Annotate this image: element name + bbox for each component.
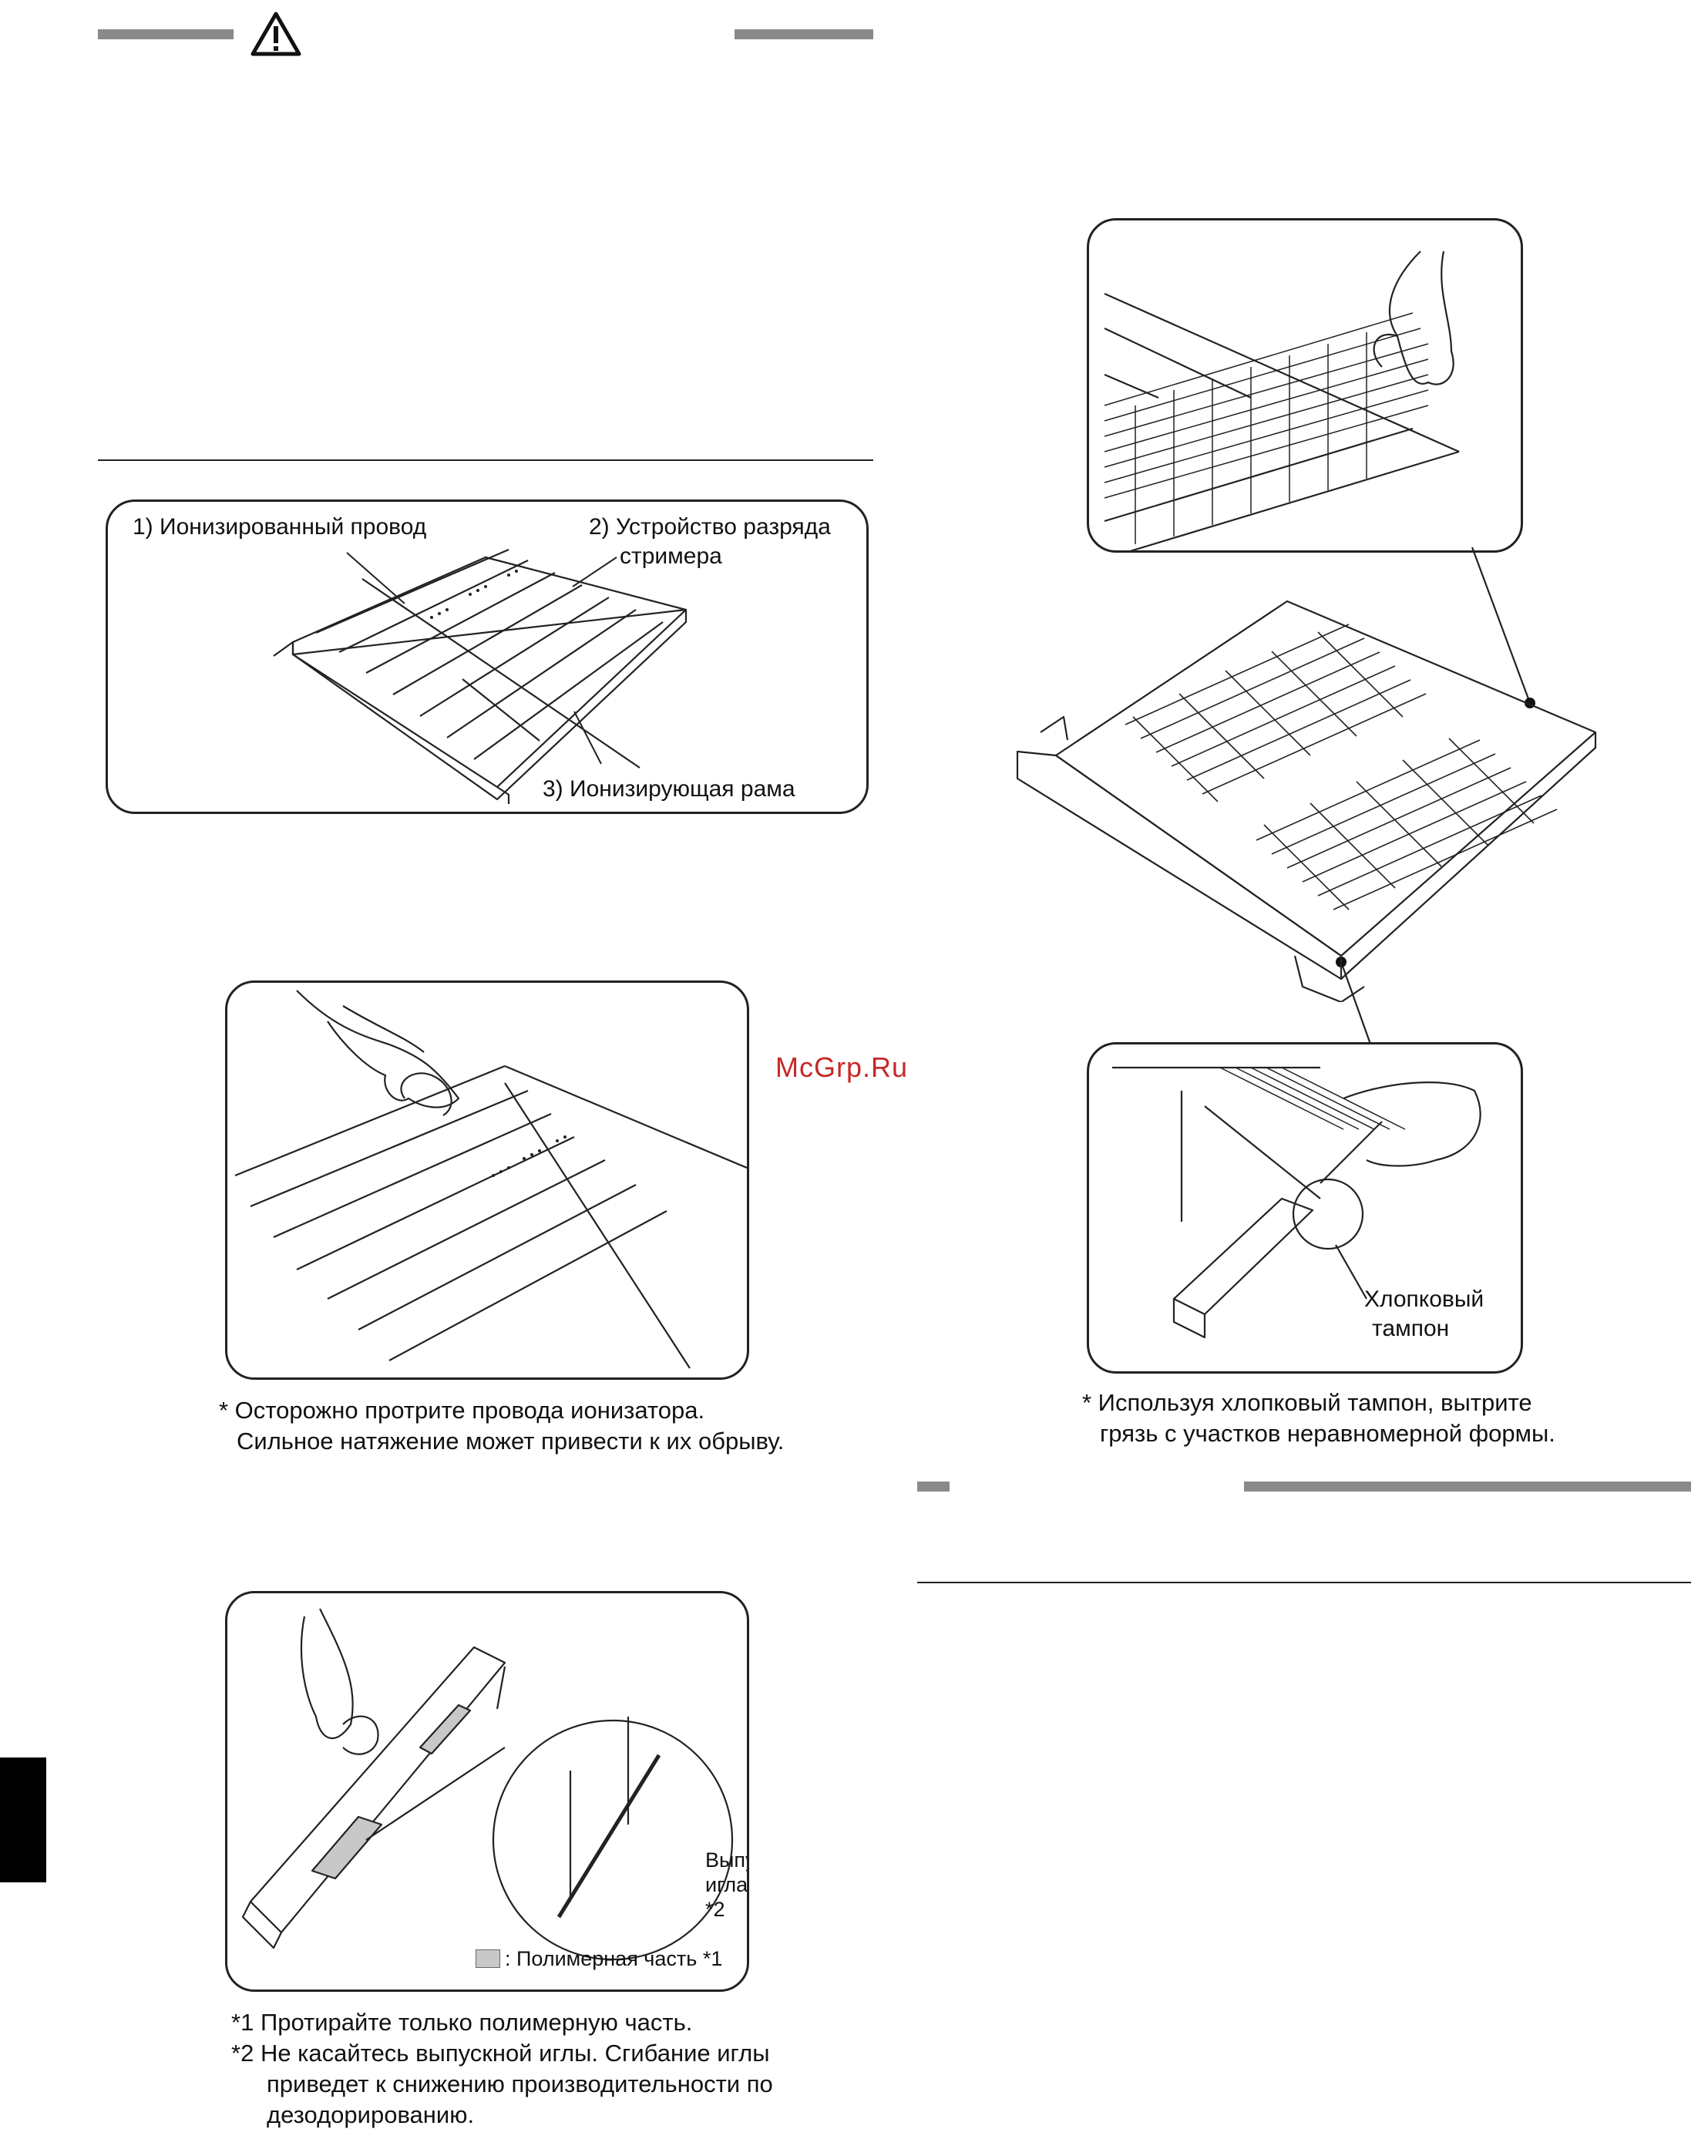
label-discharge-needle-l2: игла bbox=[705, 1873, 748, 1896]
wipe-wires-note: * Осторожно протрите провода ионизатора.… bbox=[219, 1395, 784, 1457]
cotton-swab-diagram: Хлопковый тампон bbox=[1087, 1042, 1523, 1374]
watermark-text: McGrp.Ru bbox=[775, 1051, 909, 1083]
label-discharge-needle-l3: *2 bbox=[705, 1898, 725, 1921]
header-bar-right bbox=[735, 29, 873, 39]
label-cotton-swab-l2: тампон bbox=[1372, 1316, 1450, 1341]
resin-note-2-line3: дезодорированию. bbox=[267, 2101, 475, 2128]
right-section-rule bbox=[917, 1582, 1691, 1583]
resin-note-1: *1 Протирайте только полимерную часть. bbox=[231, 2009, 693, 2036]
cotton-swab-note: * Используя хлопковый тампон, вытрите гр… bbox=[1082, 1387, 1555, 1449]
resin-note-2: *2 Не касайтесь выпускной иглы. Сгибание… bbox=[231, 2040, 770, 2067]
resin-swatch bbox=[476, 1949, 500, 1968]
wipe-note-line2: Сильное натяжение может привести к их об… bbox=[237, 1428, 785, 1455]
wipe-wires-diagram bbox=[225, 980, 749, 1380]
needle-cleaning-illustration bbox=[241, 1608, 734, 1961]
hand-wiping-illustration bbox=[234, 990, 747, 1369]
label-ionizing-frame: 3) Ионизирующая рама bbox=[543, 776, 795, 802]
finger-detail-diagram bbox=[1087, 218, 1523, 553]
wipe-note-line1: * Осторожно протрите провода ионизатора. bbox=[219, 1397, 705, 1424]
discharge-needle-diagram: Выпускная игла *2 : Полимерная часть *1 bbox=[225, 1591, 749, 1992]
cotton-swab-illustration bbox=[1112, 1066, 1481, 1339]
label-discharge-needle-l1: Выпускная bbox=[705, 1848, 747, 1872]
right-section-bar-left bbox=[917, 1482, 950, 1492]
resin-part-legend: : Полимерная часть *1 bbox=[476, 1946, 722, 1972]
cotton-note-line2: грязь с участков неравномерной формы. bbox=[1100, 1420, 1555, 1447]
label-cotton-swab-l1: Хлопковый bbox=[1364, 1287, 1484, 1312]
cotton-note-line1: * Используя хлопковый тампон, вытрите bbox=[1082, 1389, 1532, 1416]
resin-legend-text: : Полимерная часть *1 bbox=[505, 1947, 723, 1970]
warning-icon bbox=[250, 11, 302, 57]
resin-notes: *1 Протирайте только полимерную часть. *… bbox=[231, 2007, 773, 2131]
ionizer-parts-diagram: 1) Ионизированный провод 2) Устройство р… bbox=[106, 499, 869, 814]
ionizer-tray-illustration bbox=[273, 548, 688, 804]
filter-unit-illustration bbox=[1016, 600, 1597, 1002]
finger-grille-illustration bbox=[1104, 251, 1460, 550]
right-section-bar-right bbox=[1244, 1482, 1691, 1492]
resin-note-2-line2: приведет к снижению производительности п… bbox=[267, 2070, 773, 2097]
section-tab bbox=[0, 1757, 46, 1882]
label-ionized-wire: 1) Ионизированный провод bbox=[133, 514, 427, 540]
label-streamer-device: 2) Устройство разряда bbox=[589, 514, 831, 540]
label-streamer-device-cont: стримера bbox=[620, 543, 722, 569]
left-section-rule bbox=[98, 459, 873, 461]
header-bar-left bbox=[98, 29, 234, 39]
